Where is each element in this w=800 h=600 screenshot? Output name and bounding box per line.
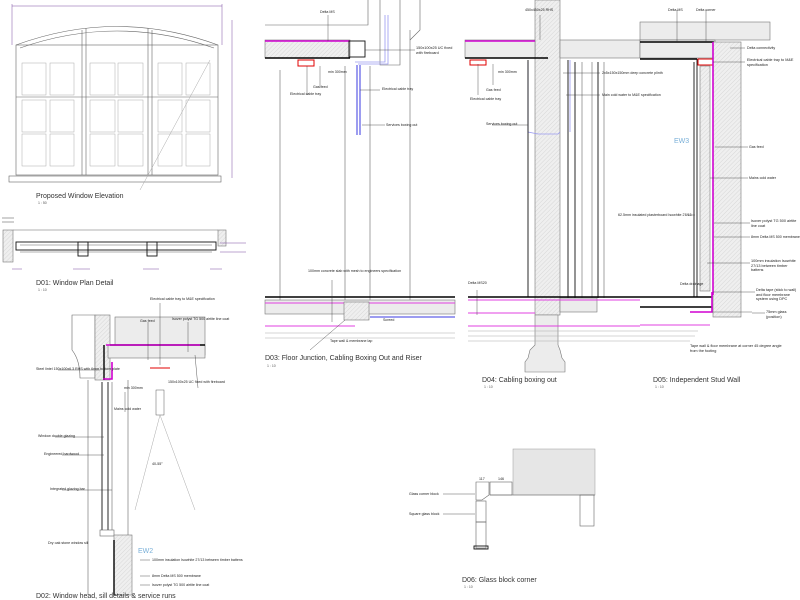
- d02-window-head: EW2 Electrical cable tray to M&E specifi…: [36, 297, 243, 600]
- d04-scale: 1 : 10: [484, 385, 493, 389]
- d02-label-membrane: 8mm Delta MS 500 membrane: [152, 574, 201, 578]
- d03-label-boxing: Services boxing out: [386, 123, 417, 127]
- window-elevation: Proposed Window Elevation 1 : 50: [8, 4, 233, 205]
- d03-scale: 1 : 10: [267, 364, 276, 368]
- d06-dim-a: 117: [479, 477, 485, 481]
- window-elevation-title: Proposed Window Elevation: [36, 193, 124, 200]
- d02-label-glazing-bar: Integrated glazing bar: [50, 487, 86, 491]
- d05-label-glass: 75mm glass (position): [766, 310, 798, 320]
- d03-label-cable-tray-2: Electrical cable tray: [382, 87, 413, 91]
- d06-title: D06: Glass block corner: [462, 577, 537, 584]
- d02-label-glazing: Window double glazing: [38, 434, 75, 438]
- d02-label-sill: Dry oak stone window sill: [48, 541, 89, 545]
- d06-scale: 1 : 10: [464, 585, 473, 589]
- d05-stud-wall: EW3 Delta MS Delta corner Delta connecti…: [618, 8, 800, 389]
- d03-label-gas-feed: Gas feed: [313, 85, 328, 89]
- d03-label-delta: Delta MS: [320, 10, 335, 14]
- d03-title: D03: Floor Junction, Cabling Boxing Out …: [265, 355, 422, 362]
- d02-label-cable-tray: Electrical cable tray to M&E specificati…: [150, 297, 215, 301]
- d01-title: D01: Window Plan Detail: [36, 280, 114, 287]
- window-elevation-scale: 1 : 50: [38, 201, 47, 205]
- d06-glass-block-corner: 117 146 Glass corner block Square glass …: [409, 448, 596, 589]
- d05-label-lining: Isover polyst TG 500 airtite line coat: [751, 219, 797, 229]
- d04-label-min-clear: min 300mm: [498, 70, 517, 74]
- d05-label-drainage: Delta drainage: [680, 282, 703, 286]
- d04-label-cold-water: Main cold water to M&E specification: [602, 93, 661, 97]
- d05-label-note: Tape wall & floor membrane at corner 45 …: [690, 344, 790, 354]
- d02-label-angle: 40-55°: [152, 462, 163, 466]
- d05-wall-tag: EW3: [674, 138, 689, 145]
- d04-label-column: 450x450x25 RHS: [525, 8, 554, 12]
- d02-label-insulation: 100mm insulation Isowhite 27/13 between …: [152, 558, 243, 562]
- d03-label-uc: 150x100x25 UC fixed with fireboard: [416, 46, 460, 56]
- d05-label-insulation: 100mm insulation Isowhite 27/13 between …: [751, 259, 797, 273]
- d02-label-lintel: Steel lintel 150x100x6.3 RHS with 6mm bo…: [36, 367, 120, 371]
- d03-label-tape: Tape wall & membrane lap: [330, 339, 372, 343]
- d05-label-plasterboard: 62.5mm insulated plasterboard Isowhite 2…: [618, 213, 692, 217]
- d02-label-lining: Isover polyst TG 500 airtite line coat: [172, 317, 229, 321]
- d02-label-gas-feed: Gas feed: [140, 319, 155, 323]
- d05-label-delta-corner: Delta corner: [696, 8, 716, 12]
- d04-label-delta: Delta MS20: [468, 281, 487, 285]
- d05-label-membrane: 8mm Delta MS 500 membrane: [751, 235, 800, 239]
- d05-label-tape: Delta tape (stick to wall) and floor mem…: [756, 288, 798, 302]
- d02-label-lining2: Isover polyst TG 500 airtite line coat: [152, 583, 209, 587]
- d05-label-delta-ms: Delta MS: [668, 8, 683, 12]
- d05-label-delta-conn: Delta connectivity: [747, 46, 775, 50]
- d03-floor-junction: Delta MS min 300mm Gas feed Electrical c…: [264, 0, 456, 368]
- d05-label-cold-water: Mains cold water: [749, 176, 777, 180]
- d01-scale: 1 : 10: [38, 288, 47, 292]
- d04-label-boxing: Services boxing out: [486, 122, 517, 126]
- d03-label-screed: Screed: [383, 318, 394, 322]
- d05-label-cable-tray: Electrical cable tray to M&E specificati…: [747, 58, 797, 68]
- d04-label-cable-tray: Electrical cable tray: [470, 97, 501, 101]
- d03-label-cable-tray-1: Electrical cable tray: [290, 92, 321, 96]
- d04-label-plinth: 2x5x150x150mm deep concrete plinth: [602, 71, 663, 75]
- d02-label-min-clear: min 300mm: [124, 386, 143, 390]
- d06-label-corner-block: Glass corner block: [409, 492, 439, 496]
- d05-label-gas-feed: Gas feed: [749, 145, 764, 149]
- d02-label-uc: 150x100x25 UC fixed with fireboard: [168, 380, 225, 384]
- d05-title: D05: Independent Stud Wall: [653, 377, 741, 384]
- d04-label-gas-feed: Gas feed: [486, 88, 501, 92]
- d02-title: D02: Window head, sill details & service…: [36, 593, 176, 600]
- d02-wall-tag: EW2: [138, 548, 153, 555]
- d03-label-slab: 100mm concrete slab with mesh to enginee…: [308, 269, 401, 273]
- d01-window-plan: D01: Window Plan Detail 1 : 10: [2, 217, 246, 292]
- d04-title: D04: Cabling boxing out: [482, 377, 557, 384]
- d06-label-square-block: Square glass block: [409, 512, 440, 516]
- d03-label-min-clear: min 300mm: [328, 70, 347, 74]
- d02-label-hardwood: Engineered hardwood: [44, 452, 79, 456]
- d05-scale: 1 : 10: [655, 385, 664, 389]
- d04-cabling-boxing: 450x450x25 RHS min 300mm Gas feed Electr…: [464, 0, 663, 389]
- d06-dim-b: 146: [498, 477, 504, 481]
- d02-label-cold-water: Mains cold water: [114, 407, 142, 411]
